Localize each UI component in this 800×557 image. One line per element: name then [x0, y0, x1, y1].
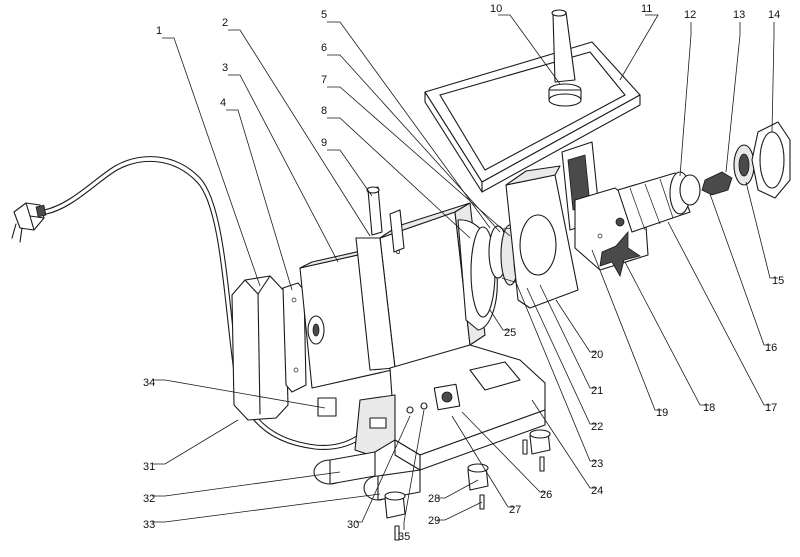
front-cover [505, 165, 579, 309]
plug [11, 202, 47, 243]
callout-16: 16 [765, 342, 777, 354]
callout-23: 23 [591, 458, 603, 470]
callout-15: 15 [772, 275, 784, 287]
callout-11: 11 [641, 3, 652, 15]
callout-24: 24 [591, 485, 603, 497]
callout-14: 14 [768, 9, 780, 21]
callout-labels: 1 2 3 4 5 6 7 8 9 10 11 12 13 14 15 16 1… [143, 3, 784, 543]
callout-17: 17 [765, 402, 777, 414]
gasket-plate [282, 282, 307, 393]
callout-13: 13 [733, 9, 745, 21]
switch-stud [366, 186, 405, 253]
leader-lines [152, 14, 778, 530]
callout-31: 31 [143, 461, 155, 473]
feed-tray [424, 41, 641, 193]
callout-20: 20 [591, 349, 603, 361]
power-cord [43, 156, 366, 450]
callout-26: 26 [540, 489, 552, 501]
callout-5: 5 [321, 9, 327, 21]
callout-33: 33 [143, 519, 155, 531]
callout-8: 8 [321, 105, 327, 117]
callout-4: 4 [220, 97, 226, 109]
callout-30: 30 [347, 519, 359, 531]
callout-9: 9 [321, 137, 327, 149]
callout-2: 2 [222, 17, 228, 29]
callout-10: 10 [490, 3, 502, 15]
callout-18: 18 [703, 402, 715, 414]
callout-32: 32 [143, 493, 155, 505]
callout-22: 22 [591, 421, 603, 433]
callout-35: 35 [398, 531, 410, 543]
cutter-assembly [679, 121, 791, 206]
pusher [548, 9, 582, 107]
base-unit [313, 344, 546, 501]
callout-6: 6 [321, 42, 327, 54]
callout-12: 12 [684, 9, 696, 21]
callout-25: 25 [504, 327, 516, 339]
callout-29: 29 [428, 515, 440, 527]
callout-1: 1 [156, 25, 162, 37]
callout-28: 28 [428, 493, 440, 505]
callout-19: 19 [656, 407, 668, 419]
wing-handle [599, 230, 641, 278]
callout-27: 27 [509, 504, 521, 516]
feed-screw [617, 171, 691, 233]
callout-7: 7 [321, 74, 327, 86]
callout-21: 21 [591, 385, 603, 397]
callout-34: 34 [143, 377, 155, 389]
callout-3: 3 [222, 62, 228, 74]
rear-cover [231, 275, 289, 421]
